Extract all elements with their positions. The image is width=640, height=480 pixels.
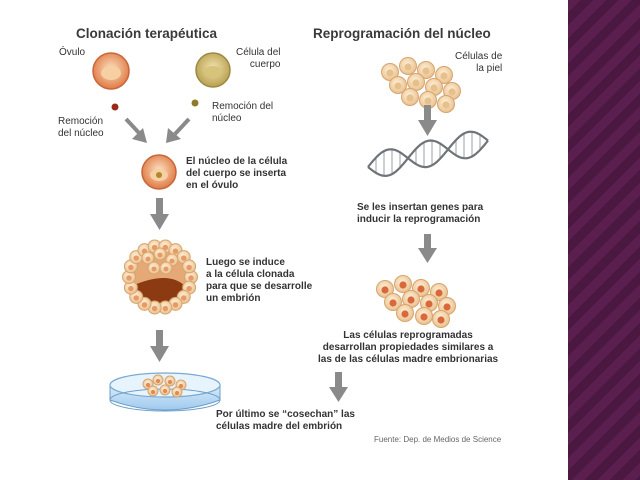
dish-cell-nucleus xyxy=(145,382,151,388)
skin-cell-nucleus xyxy=(406,94,414,102)
skin-cell-nucleus xyxy=(412,79,420,87)
blastocyst-cell-nucleus xyxy=(141,302,148,308)
label-body-cell: Célula del cuerpo xyxy=(236,47,281,70)
label-gene-insertion: Se les insertan genes para inducir la re… xyxy=(357,202,484,225)
removed-nucleus-body xyxy=(191,99,199,107)
blastocyst-cell-nucleus xyxy=(188,275,194,281)
title-nucleus-reprogramming: Reprogramación del núcleo xyxy=(313,26,491,41)
egg-cell xyxy=(92,52,130,90)
dish-cell-nucleus xyxy=(178,383,184,389)
skin-cell-nucleus xyxy=(440,72,448,80)
inner-mass-cell-nucleus xyxy=(145,256,151,262)
reprogrammed-cell-nucleus xyxy=(399,281,407,289)
decorative-side-stripe xyxy=(568,0,640,480)
skin-cell-nucleus xyxy=(422,67,430,75)
blastocyst-cell-nucleus xyxy=(128,285,134,292)
blastocyst-cell-nucleus xyxy=(126,275,132,281)
dna-helix-icon xyxy=(367,130,489,178)
inner-mass-cell-nucleus xyxy=(163,266,169,272)
blastocyst-cell-nucleus xyxy=(186,285,192,292)
title-therapeutic-cloning: Clonación terapéutica xyxy=(76,26,218,41)
blastocyst-cell-nucleus xyxy=(133,295,139,301)
label-nucleus-removal-body: Remoción del núcleo xyxy=(212,101,274,124)
label-skin-cells: Células de la piel xyxy=(455,51,503,74)
egg-with-inserted-nucleus xyxy=(141,154,177,190)
reprogrammed-cell-nucleus xyxy=(417,285,425,293)
merge-arrows xyxy=(124,117,191,143)
blastocyst-cell-nucleus xyxy=(172,248,179,254)
reprogrammed-cells-cluster xyxy=(376,275,456,328)
blastocyst-cell-nucleus xyxy=(181,255,187,261)
inner-mass-cell-nucleus xyxy=(157,252,163,258)
dna-strand xyxy=(367,139,489,178)
down-arrow-right-2 xyxy=(418,234,437,263)
blastocyst-cell-nucleus xyxy=(172,302,179,308)
reprogrammed-cell-nucleus xyxy=(407,296,415,304)
skin-cell-nucleus xyxy=(442,101,450,109)
down-arrow-left-2 xyxy=(150,330,169,362)
blastocyst-cell-nucleus xyxy=(181,295,187,301)
reprogrammed-cell-nucleus xyxy=(389,299,397,307)
label-embryo-induction: Luego se induce a la célula clonada para… xyxy=(206,257,313,304)
label-nucleus-removal-egg: Remoción del núcleo xyxy=(58,116,104,139)
reprogrammed-cell-nucleus xyxy=(401,310,409,318)
skin-cells-cluster xyxy=(381,57,461,113)
blastocyst xyxy=(122,239,198,315)
dish-cell-nucleus xyxy=(167,379,173,385)
dish-cell-nucleus xyxy=(162,388,168,394)
blastocyst-cell-nucleus xyxy=(133,255,139,261)
label-reprogrammed-cells: Las células reprogramadas desarrollan pr… xyxy=(318,330,499,365)
blastocyst-cell-nucleus xyxy=(162,244,169,251)
down-arrow-right-1 xyxy=(418,105,437,136)
reprogrammed-cell-nucleus xyxy=(443,303,451,311)
dna-strand xyxy=(367,130,489,169)
label-ovulo: Óvulo xyxy=(59,47,86,58)
source-credit: Fuente: Dep. de Medios de Science xyxy=(374,435,502,444)
harvested-stem-cells xyxy=(142,374,187,398)
blastocyst-cell-nucleus xyxy=(186,264,192,271)
reprogrammed-cell-nucleus xyxy=(437,316,445,324)
inner-mass-cell-nucleus xyxy=(169,258,175,264)
skin-cell-nucleus xyxy=(394,82,402,90)
skin-cell-nucleus xyxy=(448,88,456,96)
skin-cell-nucleus xyxy=(404,63,412,71)
inner-mass-cell-nucleus xyxy=(151,266,157,272)
dish-cell-nucleus xyxy=(150,389,156,395)
removed-nucleus-egg xyxy=(111,103,119,111)
body-cell xyxy=(195,52,231,88)
skin-cell-nucleus xyxy=(424,97,432,105)
reprogrammed-cell-nucleus xyxy=(420,313,428,321)
reprogrammed-cell-nucleus xyxy=(435,289,443,297)
blastocyst-cell-nucleus xyxy=(151,244,158,251)
dish-cell-nucleus xyxy=(155,378,161,384)
dish-cell-nucleus xyxy=(174,390,180,396)
blastocyst-cell-nucleus xyxy=(162,305,169,312)
down-arrow-left-1 xyxy=(150,198,169,230)
label-stem-cell-harvest: Por último se “cosechan” las células mad… xyxy=(216,409,355,432)
reprogrammed-cell-nucleus xyxy=(381,286,389,294)
reprogrammed-cell-nucleus xyxy=(425,300,433,308)
down-arrow-right-3 xyxy=(329,372,348,402)
label-nucleus-insertion: El núcleo de la célula del cuerpo se ins… xyxy=(186,156,288,191)
skin-cell-nucleus xyxy=(430,84,438,92)
blastocyst-cell-nucleus xyxy=(151,305,158,312)
skin-cell-nucleus xyxy=(386,69,394,77)
blastocyst-cell-nucleus xyxy=(128,264,134,271)
